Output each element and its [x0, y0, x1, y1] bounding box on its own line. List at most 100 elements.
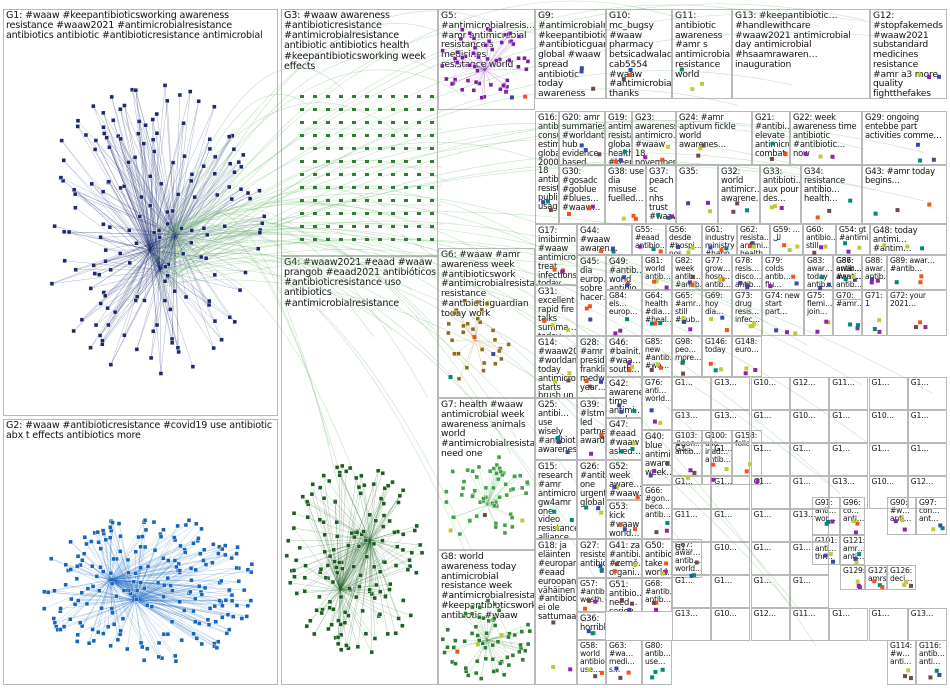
minor-group-label: G10… — [714, 543, 737, 552]
minor-group-label: G1… — [714, 477, 733, 486]
group-label-g84: G84: els… europ… — [609, 291, 638, 317]
minor-group-label: G1… — [792, 576, 811, 585]
minor-group-label: G10… — [714, 609, 737, 618]
group-label-g51: G51: antibio… need… seriou… — [609, 579, 642, 612]
minor-group-label: G13… — [792, 510, 816, 519]
minor-group-box: G1… — [750, 443, 790, 476]
group-box-g7: G7: health #waaw antimicrobial week awar… — [438, 398, 535, 550]
minor-group-box: G1… — [868, 443, 908, 476]
group-label-g13: G13: #keepantibiotic… #handlewithcare #w… — [735, 10, 851, 70]
group-box-g85: G85: new #antib… #wa… — [642, 336, 672, 377]
minor-group-box: G1… — [750, 542, 790, 575]
group-box-g32: G32: world antimicr… awarene… — [718, 165, 760, 224]
group-label-g38: G38: use dia misuse fuelled… — [608, 166, 644, 203]
minor-group-box: G1… — [711, 575, 751, 608]
group-box-g49: G49: #antib… world antibio… — [606, 255, 642, 290]
group-box-g51: G51: antibio… need… seriou… — [606, 578, 642, 612]
minor-group-label: G10… — [792, 411, 816, 420]
group-label-g27: G27: resiste… antibio… — [580, 540, 605, 568]
group-label-g10: G10: mc_bugsy #waaw pharmacy betsicadwal… — [609, 10, 672, 99]
minor-group-label: G13… — [714, 378, 737, 387]
group-label-g82: G82: week antib… #antib… — [675, 256, 701, 290]
minor-group-label: G1… — [792, 477, 811, 486]
group-box-g79: G79: colds antib… flu… — [762, 255, 804, 290]
group-box-g75: G75: flemi… join… — [804, 290, 833, 336]
minor-group-box: G1… — [711, 476, 751, 509]
group-box-g6: G6: #waaw #amr awareness week #antibioti… — [438, 248, 535, 398]
minor-group-box: G1… — [789, 476, 829, 509]
minor-group-box: G1… — [672, 443, 711, 476]
group-label-g72: G72: your 2021… — [890, 291, 926, 309]
minor-group-label: G13… — [832, 477, 855, 486]
group-label-g78: G78: resis… disco… antib… — [735, 256, 762, 290]
group-box-g69: G69: hoy dia… — [702, 290, 732, 336]
minor-group-label: G10… — [871, 411, 895, 420]
group-label-g114: G114: #w… anti… — [890, 641, 912, 667]
group-box-g43: G43: #amr today begins… — [862, 165, 947, 224]
group-box-g121: G121: amr… anti… — [840, 535, 865, 565]
minor-group-label: G1… — [714, 576, 733, 585]
group-label-g52: G52: week aware… #waaw… — [609, 461, 642, 498]
minor-group-label: G1… — [675, 444, 693, 453]
minor-group-box: G13… — [789, 509, 829, 542]
group-box-g61: G61: industry ministry #happ… — [702, 224, 737, 255]
group-box-g9: G9: #antimicrobialresis… #keepantibiotic… — [535, 9, 606, 99]
group-box-g64: G64: health #dia… #heal… — [642, 290, 672, 336]
minor-group-label: G1… — [714, 510, 733, 519]
minor-group-box: G10… — [711, 542, 751, 575]
group-label-g91: G91: anti… wor… — [815, 498, 837, 524]
minor-group-label: G1… — [675, 576, 693, 585]
group-box-g45: G45: dia europ… sobre hacer… — [577, 255, 606, 336]
minor-group-box: G1… — [789, 443, 829, 476]
minor-group-box: G13… — [672, 410, 711, 443]
group-label-g25: G25: antibi… use wisely #antibiotic awar… — [538, 399, 577, 454]
group-label-g44: G44: #waaw awaren… — [580, 225, 618, 253]
group-box-g80: G80: antib… use… — [642, 640, 672, 685]
minor-group-label: G1… — [910, 411, 929, 420]
group-label-g24: G24: #amr aptivum fickle world awarenes… — [679, 112, 736, 149]
group-label-g9: G9: #antimicrobialresis… #keepantibiotic… — [538, 10, 606, 99]
group-box-g63: G63: #wa… medi… s… — [606, 640, 642, 685]
minor-group-box: G1… — [907, 443, 947, 476]
group-label-g96: G96: co… anti… — [843, 498, 865, 524]
group-box-g28: G28: #amr preside… franklin medwma… year… — [577, 336, 606, 398]
group-label-g57: G57: #antibi… westh… — [580, 579, 605, 605]
group-label-g80: G80: antib… use… — [645, 641, 671, 667]
minor-group-box: G13… — [672, 608, 711, 641]
group-label-g58: G58: world antibio… use… — [580, 641, 605, 675]
group-box-g34: G34: resistance antibio… health… — [801, 165, 862, 224]
group-box-g60: G60: antibio… still… — [803, 224, 836, 255]
minor-group-label: G1… — [832, 444, 850, 453]
group-label-g89: G89: awar… #antib… — [890, 256, 935, 274]
group-label-g87: G87: antib… awar… antib… — [836, 256, 862, 290]
minor-group-box: G10… — [711, 608, 751, 641]
group-box-g46: G46: #bainit… #waa… south… — [606, 336, 642, 377]
group-label-g36: G36: horrible — [580, 613, 606, 632]
group-label-g79: G79: colds antib… flu… — [765, 256, 791, 290]
group-label-g67: G67: awar… antib… world… — [675, 540, 702, 574]
group-box-g16: G16: antibiotic consumpti… estimates glo… — [535, 111, 559, 224]
group-box-g74: G74: new start part… — [762, 290, 804, 336]
minor-group-label: G1… — [871, 378, 890, 387]
minor-group-label: G1… — [753, 477, 772, 486]
group-box-g17: G17: imibirming… #waaw antimicrobi… trea… — [535, 224, 577, 285]
group-label-g26: G26: #antibi… one urgent global… — [580, 461, 606, 507]
minor-group-box: G1… — [829, 410, 869, 443]
group-label-g5: G5: #antimicrobialresis… #amr antimicrob… — [441, 10, 535, 70]
group-box-g44: G44: #waaw awaren… — [577, 224, 632, 255]
minor-group-label: G1… — [792, 543, 811, 552]
group-box-g52: G52: week aware… #waaw… — [606, 460, 642, 500]
group-label-g75: G75: flemi… join… — [807, 291, 833, 317]
group-box-g146: G146: today — [702, 336, 732, 377]
group-label-g42: G42: awareness time antimi… week… — [609, 378, 642, 417]
group-label-g37: G37: peach sc nhs trust #waaw2… — [649, 166, 675, 221]
group-label-g17: G17: imibirming… #waaw antimicrobi… trea… — [538, 225, 577, 285]
minor-group-label: G11… — [832, 378, 855, 387]
group-box-g13: G13: #keepantibiotic… #handlewithcare #w… — [732, 9, 870, 99]
minor-group-box: G10… — [868, 410, 908, 443]
group-label-g73: G73: drug resis… infec… — [735, 291, 760, 325]
group-label-g15: G15: research #amr antimicrobial gw4amr … — [538, 461, 577, 539]
